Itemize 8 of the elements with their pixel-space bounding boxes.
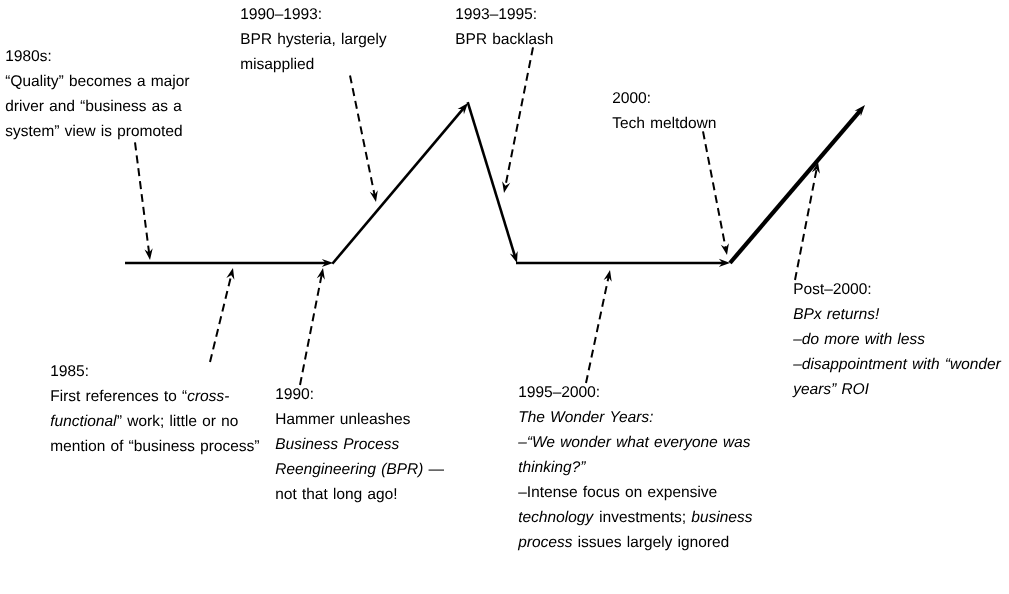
- annotation-text: 2000: Tech meltdown: [612, 92, 716, 129]
- annotation-text: 1985: First references to “cross-functional” work; little or no mention of “business process”: [50, 365, 259, 455]
- annotation-text: 1990: Hammer unleashes Business Process Reengineering (BPR) —not that long ago!: [275, 388, 445, 503]
- annotation-text: 1995–2000: The Wonder Years: –“We wonder what everyone was thinking?” –Intense focus on expensive technology investments; business process issues largely ignored: [517, 386, 753, 551]
- annotation-text: 1980s: “Quality” becomes a major driver and “business as a system” view is promoted: [5, 50, 190, 140]
- annotation-text: 1993–1995: BPR backlash: [456, 8, 553, 45]
- annotation-text: 1990–1993: BPR hysteria, largely misapplied: [241, 8, 387, 73]
- annotation-text: Post–2000: BPx returns! –do more with less –disappointment with “wonder years” ROI: [792, 283, 1002, 398]
